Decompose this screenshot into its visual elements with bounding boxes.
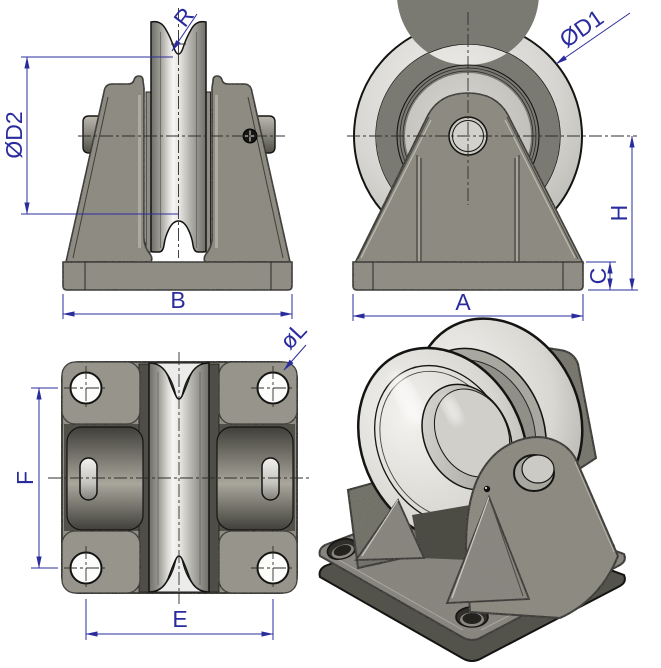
dim-label-F: F <box>12 471 38 485</box>
cotter-pin-glint <box>485 487 487 489</box>
bracket-upright-right <box>203 75 291 263</box>
dim-label-B: B <box>170 287 185 313</box>
dim-core-diameter: ØD2 <box>1 56 179 215</box>
upright-top-right-wall <box>216 426 294 531</box>
top-view: øL F E <box>12 317 312 640</box>
gusset-edge-shadow <box>357 116 579 260</box>
dim-label-C: C <box>585 268 611 285</box>
isometric-view <box>318 317 626 662</box>
wheel-shadow <box>412 505 470 560</box>
axle-slot-right <box>261 457 280 501</box>
dim-wheel-diameter: ØD1 <box>555 4 631 65</box>
flange-highlight <box>390 370 424 426</box>
upright-edge-line <box>247 96 284 259</box>
cotter-pin-hole <box>483 485 491 493</box>
hub-highlight <box>442 395 462 425</box>
dim-base-thickness: C <box>585 261 616 291</box>
dim-label-H: H <box>606 205 632 222</box>
gusset-shadow <box>488 496 524 597</box>
flange-lines <box>157 372 201 585</box>
gusset-edge-highlight <box>504 119 576 259</box>
dim-bolt-pitch-width: F <box>12 387 58 569</box>
dim-label-D1: ØD1 <box>555 4 609 52</box>
side-view: ØD1 H C A <box>347 0 638 321</box>
dim-label-A: A <box>455 289 471 315</box>
bracket-upright-left <box>65 75 153 263</box>
bracket-side <box>353 92 585 264</box>
base-chamfer-lines <box>372 262 564 290</box>
gusset-edge-highlight <box>360 119 432 259</box>
gusset-highlight <box>451 496 490 599</box>
axle-slot-left <box>79 457 98 501</box>
upright-rib-highlight <box>418 157 518 262</box>
bolt-holes <box>64 366 295 590</box>
dim-label-L: øL <box>274 317 311 355</box>
upright-facet-line <box>574 461 615 553</box>
dim-base-length: A <box>352 289 584 321</box>
dim-label-D2: ØD2 <box>1 111 27 158</box>
dim-base-width: B <box>62 287 293 319</box>
left-gusset <box>354 498 426 561</box>
upright-edge-line <box>72 96 109 259</box>
dim-axle-height: H <box>588 135 638 291</box>
upright-rib-lines <box>416 155 520 262</box>
base-chamfer-lines <box>84 262 272 290</box>
upright-top-left-wall <box>66 426 144 531</box>
front-view: R ØD2 B <box>1 3 293 319</box>
front-gusset <box>445 494 531 604</box>
left-gusset-highlight <box>361 499 399 557</box>
base-hole-west <box>326 538 358 560</box>
iso-axle-pin <box>513 454 555 492</box>
pulley-wheel-top <box>148 362 210 593</box>
dim-label-E: E <box>172 606 187 632</box>
base-plate-front <box>62 261 293 291</box>
base-plate-side <box>352 261 584 291</box>
dim-bolt-pitch-length: E <box>85 599 274 640</box>
